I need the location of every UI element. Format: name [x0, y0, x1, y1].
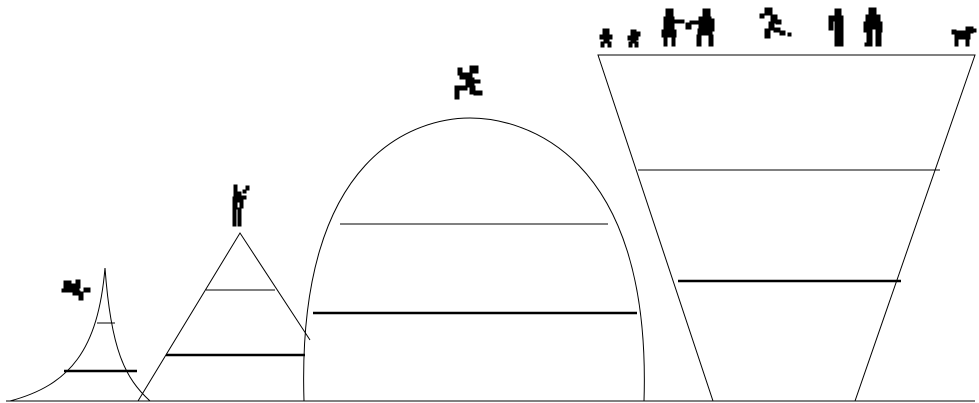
triangle-shape	[138, 185, 310, 401]
inverted-trapezoid-shape	[598, 8, 976, 401]
dog-figure-icon	[952, 27, 976, 46]
two-adults-figures-icon	[829, 8, 882, 46]
inverted-trapezoid-outline	[598, 55, 975, 401]
small-child-figure-icon	[600, 29, 612, 47]
standing-figure-icon	[233, 185, 249, 226]
pair-holding-hands-figures-icon	[662, 9, 714, 46]
small-child-figure-icon	[628, 30, 640, 47]
dancing-figure-icon	[760, 8, 791, 38]
triangle-outline	[138, 233, 310, 401]
tumbling-figure-icon	[62, 280, 90, 300]
dome-shape	[304, 66, 645, 401]
running-figure-icon	[455, 66, 482, 99]
dome-outline	[304, 118, 645, 401]
concave-spike-shape	[10, 268, 150, 401]
